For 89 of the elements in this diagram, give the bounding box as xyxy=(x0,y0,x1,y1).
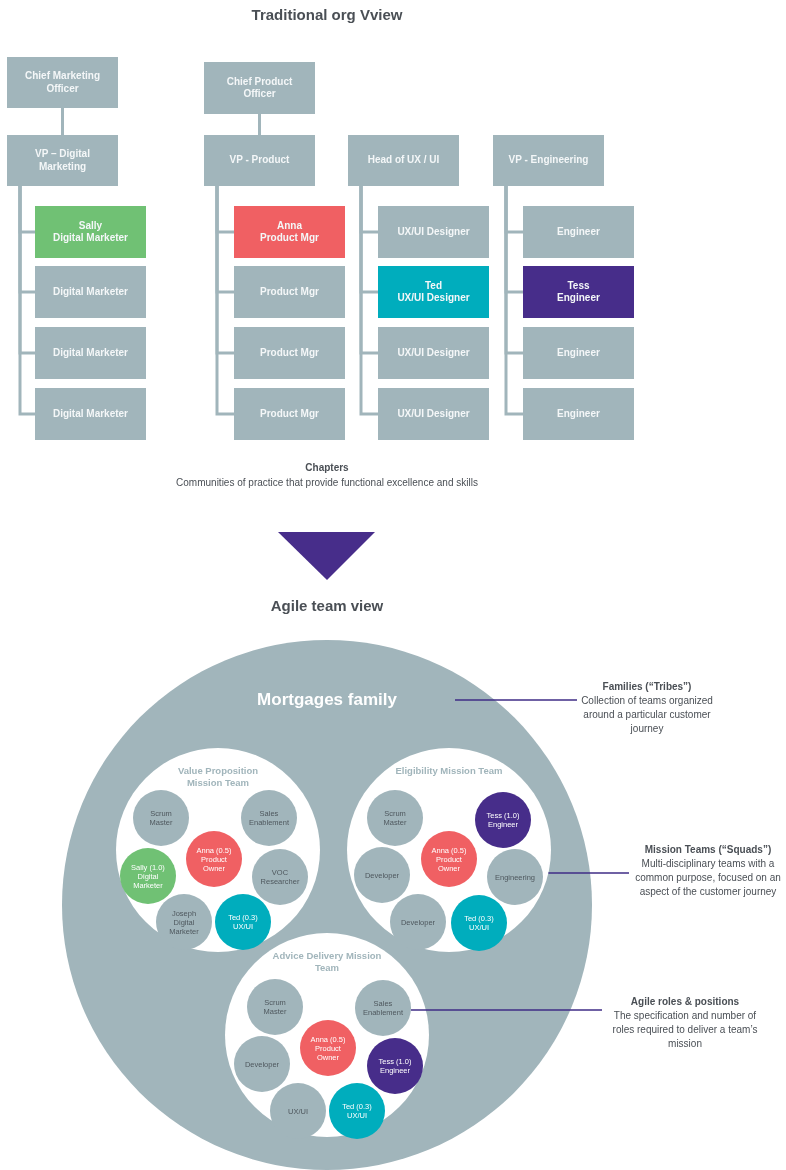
org-box xyxy=(523,327,634,379)
role-circle xyxy=(421,831,477,887)
box-label: Engineer xyxy=(557,346,600,360)
org-box xyxy=(35,266,146,318)
annotation-heading: Agile roles & positions xyxy=(629,995,741,1009)
team-heading: Advice Delivery Mission Team xyxy=(272,950,382,975)
org-box xyxy=(378,206,489,258)
box-label: Product Mgr xyxy=(260,407,319,421)
box-label: Ted xyxy=(424,279,442,292)
role-circle xyxy=(329,1083,385,1139)
org-connector xyxy=(359,186,378,416)
role-circle xyxy=(133,790,189,846)
org-box xyxy=(523,388,634,440)
box-label: UX/UI Designer xyxy=(397,292,470,305)
leader-line xyxy=(454,699,578,701)
diagram-title: Traditional org Vview xyxy=(250,6,404,23)
org-connector xyxy=(258,114,261,135)
annotation-text: Collection of teams organized around a particular customer journey xyxy=(580,694,714,736)
org-box xyxy=(35,388,146,440)
leader-line xyxy=(410,1009,603,1011)
box-label: VP - Engineering xyxy=(508,154,589,167)
role-circle xyxy=(451,895,507,951)
box-label: Engineer xyxy=(557,292,600,305)
role-circle xyxy=(367,790,423,846)
org-box xyxy=(348,135,459,186)
box-label: Sally xyxy=(78,219,103,232)
role-circle xyxy=(487,849,543,905)
org-box xyxy=(523,206,634,258)
leader-line xyxy=(547,872,630,874)
org-box xyxy=(234,206,345,258)
section-heading: Chapters xyxy=(304,462,350,473)
org-connector xyxy=(215,186,234,416)
box-label: Digital Marketer xyxy=(53,232,128,245)
box-label: Product Mgr xyxy=(260,232,319,245)
role-circle xyxy=(234,1036,290,1092)
box-label: Product Mgr xyxy=(260,346,319,360)
role-circle xyxy=(215,894,271,950)
org-box xyxy=(378,266,489,318)
org-box xyxy=(35,327,146,379)
org-box xyxy=(7,57,118,108)
role-circle xyxy=(120,848,176,904)
role-circle xyxy=(390,894,446,950)
role-circle xyxy=(354,847,410,903)
org-box xyxy=(523,266,634,318)
box-label: Chief Product Officer xyxy=(225,75,294,101)
box-label: Anna xyxy=(277,219,302,232)
box-label: Digital Marketer xyxy=(53,346,128,360)
box-label: Product Mgr xyxy=(260,285,319,299)
org-box xyxy=(7,135,118,186)
org-box xyxy=(378,327,489,379)
box-label: UX/UI Designer xyxy=(397,225,470,239)
annotation-text: The specification and number of roles required to deliver a team’s mission xyxy=(611,1009,759,1051)
org-box xyxy=(204,62,315,114)
role-circle xyxy=(355,980,411,1036)
org-box xyxy=(35,206,146,258)
org-connector xyxy=(504,186,523,416)
org-connector xyxy=(61,108,64,135)
box-label: Tess xyxy=(567,279,590,292)
box-label: Engineer xyxy=(557,407,600,421)
box-label: Chief Marketing Officer xyxy=(24,70,101,95)
org-box xyxy=(234,266,345,318)
role-circle xyxy=(252,849,308,905)
role-circle xyxy=(241,790,297,846)
annotation-text: Multi-disciplinary teams with a common purpose, focused on an aspect of the customer journey xyxy=(634,857,782,899)
role-circle xyxy=(475,792,531,848)
team-heading: Eligibility Mission Team xyxy=(394,765,504,778)
box-label: Digital Marketer xyxy=(53,285,128,299)
annotation-heading: Families (“Tribes”) xyxy=(601,680,693,694)
org-box xyxy=(234,327,345,379)
role-circle xyxy=(367,1038,423,1094)
role-circle xyxy=(186,831,242,887)
org-box xyxy=(204,135,315,186)
org-connector xyxy=(18,186,35,416)
org-box xyxy=(493,135,604,186)
role-circle xyxy=(300,1020,356,1076)
org-box xyxy=(378,388,489,440)
box-label: VP – Digital Marketing xyxy=(34,148,91,173)
team-heading: Value Proposition Mission Team xyxy=(176,765,260,790)
org-box xyxy=(234,388,345,440)
box-label: VP - Product xyxy=(229,154,290,167)
role-circle xyxy=(247,979,303,1035)
section-caption: Communities of practice that provide functional excellence and skills xyxy=(175,477,479,488)
annotation-heading: Mission Teams (“Squads”) xyxy=(643,843,773,857)
box-label: UX/UI Designer xyxy=(397,346,470,360)
section-title: Agile team view xyxy=(269,597,385,614)
box-label: Head of UX / UI xyxy=(367,154,440,167)
box-label: UX/UI Designer xyxy=(397,407,470,421)
box-label: Engineer xyxy=(557,225,600,239)
box-label: Digital Marketer xyxy=(53,407,128,421)
